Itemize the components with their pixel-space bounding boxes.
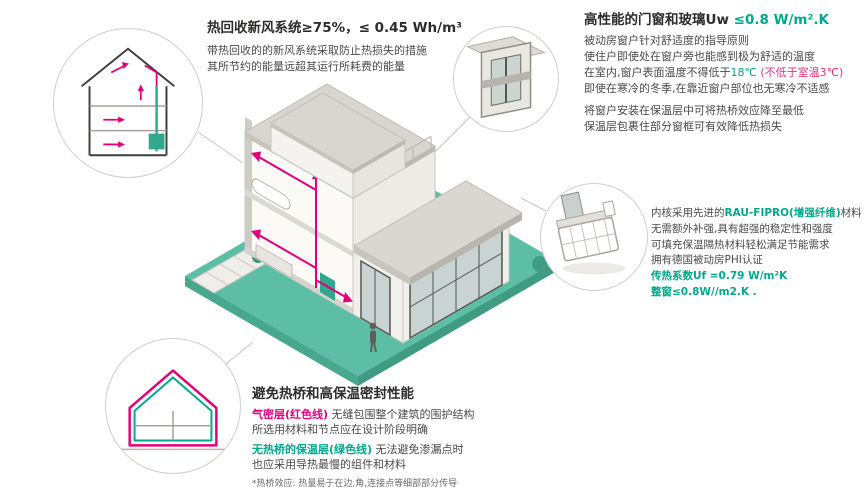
- house-svg: [185, 83, 557, 386]
- airtight-layer-label: 气密层(红色线): [252, 407, 329, 421]
- profile-detail-circle: [540, 183, 648, 291]
- penthouse-volume: [269, 92, 407, 199]
- leader-ventilation: [197, 131, 244, 164]
- thermal-line: 所选用材料和节点应在设计阶段明确: [252, 423, 428, 437]
- leader-thermal: [225, 341, 254, 365]
- ventilation-ducts: [257, 155, 347, 299]
- windows-section: 高性能的门窗和玻璃Uw ≤0.8 W/m².K 被动房窗户针对舒适度的指导原则 …: [584, 12, 862, 135]
- profile-detail-svg: [555, 191, 626, 275]
- thermal-detail-svg: [119, 369, 227, 451]
- window-profile: [555, 191, 619, 262]
- profile-material-green: RAU-FIPRO(增强纤维): [724, 207, 841, 219]
- thermal-section: 避免热桥和高保温密封性能 气密层(红色线) 无缝包围整个建筑的围护结构 所选用材…: [252, 386, 597, 489]
- ventilation-section: 热回收新风系统≥75%，≤ 0.45 Wh/m³ 带热回收的的新风系统采取防止热…: [207, 20, 477, 75]
- ventilation-detail-svg: [81, 47, 175, 157]
- windows-title: 高性能的门窗和玻璃Uw ≤0.8 W/m².K: [584, 12, 862, 29]
- kitchen-counter: [255, 243, 293, 279]
- profile-line: 内核采用先进的RAU-FIPRO(增强纤维)材料: [651, 206, 863, 222]
- windows-line-part: 在室内,窗户表面温度不得低于: [584, 65, 731, 79]
- person-figure: [369, 322, 377, 353]
- glass-wing: [352, 180, 548, 344]
- thermal-footnote: *热桥效应: 热量易于在边,角,连接点等细部部分传导: [252, 479, 458, 490]
- profile-section: 内核采用先进的RAU-FIPRO(增强纤维)材料 无需额外补强,具有超强的稳定性…: [651, 206, 863, 301]
- profile-line: 可填充保温隔热材料轻松满足节能需求: [651, 238, 830, 251]
- window-detail-circle: [453, 26, 559, 132]
- windows-line: 被动房窗户针对舒适度的指导原则: [584, 33, 749, 47]
- thermal-detail-circle: [105, 338, 241, 474]
- window-detail-svg: [466, 36, 546, 119]
- thermal-line: 无热桥的保温层(绿色线) 无法避免渗漏点时: [252, 442, 597, 457]
- thermal-line-part: 无缝包围整个建筑的围护结构: [328, 407, 475, 421]
- windows-temp-red: (不低于室温3℃): [756, 65, 844, 79]
- airtight-layer-red-line: [128, 369, 218, 447]
- ventilation-body-line2: 其所节约的能量远超其运行所耗费的能量: [207, 59, 405, 73]
- thermal-line: 气密层(红色线) 无缝包围整个建筑的围护结构: [252, 407, 597, 422]
- windows-line: 将窗户安装在保温层中可将热桥效应降至最低: [584, 103, 804, 117]
- thermal-line: 也应采用导热最慢的组件和材料: [252, 458, 406, 472]
- core-wall: [245, 117, 252, 256]
- bathtub: [251, 178, 291, 210]
- profile-uw-value: 整窗≤0.8W//m2.K .: [651, 285, 757, 298]
- insulation-layer-label: 无热桥的保温层(绿色线): [252, 442, 373, 456]
- ventilation-body-line1: 带热回收的的新风系统采取防止热损失的措施: [207, 43, 427, 57]
- house-illustration: [148, 64, 578, 399]
- profile-line-part: 材料: [840, 207, 862, 219]
- windows-temp-green: 18℃: [730, 65, 757, 79]
- windows-line: 即使在寒冷的冬季,在靠近窗户部位也无寒冷不适感: [584, 81, 830, 95]
- wing-roof-slab: [352, 180, 524, 285]
- windows-title-green: ≤0.8 W/m².K: [733, 12, 829, 28]
- leader-profile: [520, 197, 547, 212]
- bush-icon: [532, 256, 548, 272]
- heat-recovery-unit: [148, 133, 165, 150]
- ventilation-title: 热回收新风系统≥75%，≤ 0.45 Wh/m³: [207, 20, 463, 36]
- thermal-line-part: 无法避免渗漏点时: [372, 442, 464, 456]
- ventilation-detail-circle: [53, 28, 203, 178]
- windows-title-black: 高性能的门窗和玻璃Uw: [584, 12, 734, 28]
- windows-line: 保温层包裹住部分窗框可有效降低热损失: [584, 119, 782, 133]
- thermal-title: 避免热桥和高保温密封性能: [252, 386, 414, 402]
- profile-line: 拥有德国被动房PHI认证: [651, 254, 763, 267]
- windows-line: 使住户即使处在窗户旁也能感到极为舒适的温度: [584, 49, 815, 63]
- airflow-arrows: [103, 64, 158, 146]
- profile-line: 无需额外补强,具有超强的稳定性和强度: [651, 222, 833, 235]
- profile-uf-value: 传热系数Uf =0.79 W/m²K: [651, 270, 788, 282]
- windows-line: 在室内,窗户表面温度不得低于18℃ (不低于室温3℃): [584, 65, 862, 81]
- profile-line-part: 内核采用先进的: [651, 207, 725, 219]
